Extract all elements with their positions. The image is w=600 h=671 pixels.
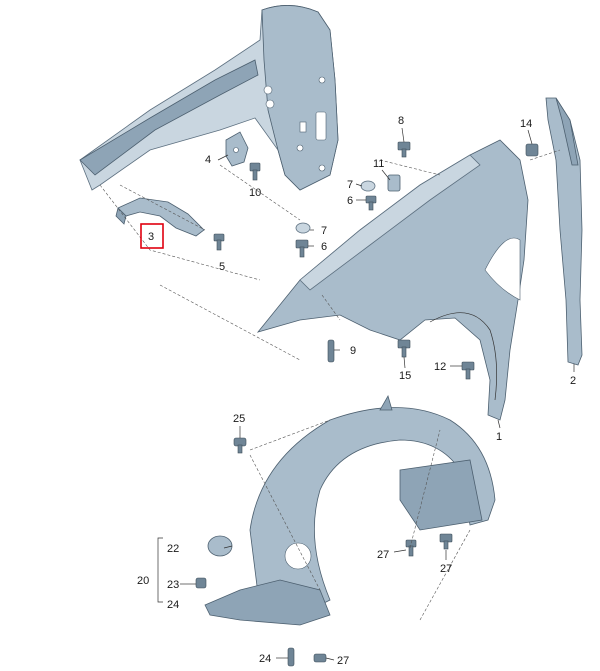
callout-3: 3: [148, 231, 154, 243]
fastener-6a: [365, 195, 377, 211]
fastener-27b: [439, 533, 453, 550]
fastener-27a: [405, 539, 417, 557]
fastener-27c: [313, 653, 327, 663]
bracket-part-3: [115, 197, 205, 237]
callout-14: 14: [520, 118, 532, 130]
fastener-24b: [287, 647, 295, 667]
callout-6b: 6: [321, 241, 327, 253]
body-structure: [79, 5, 339, 191]
fastener-23: [195, 577, 207, 589]
callout-6a: 6: [347, 195, 353, 207]
fastener-14: [525, 143, 539, 157]
callout-27a: 27: [377, 549, 389, 561]
callout-labels: 3 4 10 5 8 14 11 7 6 7 6 9 15 12 2 1 25 …: [137, 115, 576, 667]
callout-27b: 27: [440, 563, 452, 575]
bolt-part-10: [249, 162, 261, 181]
callout-23: 23: [167, 579, 179, 591]
leader-lines: [157, 127, 575, 661]
fastener-11: [387, 174, 401, 192]
fastener-12: [461, 361, 475, 380]
callout-20: 20: [137, 575, 149, 587]
callout-27c: 27: [337, 655, 349, 667]
callout-8: 8: [398, 115, 404, 127]
fender-part-1: [256, 139, 529, 421]
callout-7b: 7: [321, 225, 327, 237]
fastener-7b: [295, 222, 311, 234]
fastener-9: [327, 339, 335, 363]
fastener-22: [207, 535, 233, 557]
wheel-arch-liner: [204, 394, 496, 626]
callout-24b: 24: [259, 653, 271, 665]
callout-15: 15: [399, 370, 411, 382]
fastener-8: [397, 141, 411, 158]
callout-10: 10: [249, 187, 261, 199]
bolt-part-5: [213, 233, 225, 251]
callout-24a: 24: [167, 599, 179, 611]
strip-part-2: [545, 97, 583, 366]
callout-11: 11: [373, 158, 384, 170]
callout-22: 22: [167, 543, 179, 555]
callout-12: 12: [434, 361, 446, 373]
fastener-25: [233, 437, 247, 454]
callout-4: 4: [205, 154, 211, 166]
callout-5: 5: [219, 261, 225, 273]
callout-25: 25: [233, 413, 245, 425]
bracket-part-4: [225, 131, 249, 167]
callout-9: 9: [350, 345, 356, 357]
callout-2: 2: [570, 375, 576, 387]
highlight-box-part-3: [140, 223, 164, 249]
fastener-7a: [360, 180, 376, 192]
assembly-lines: [99, 149, 561, 621]
callout-7a: 7: [347, 179, 353, 191]
callout-1: 1: [496, 431, 502, 443]
fastener-6b: [295, 239, 309, 258]
fastener-15: [397, 339, 411, 358]
